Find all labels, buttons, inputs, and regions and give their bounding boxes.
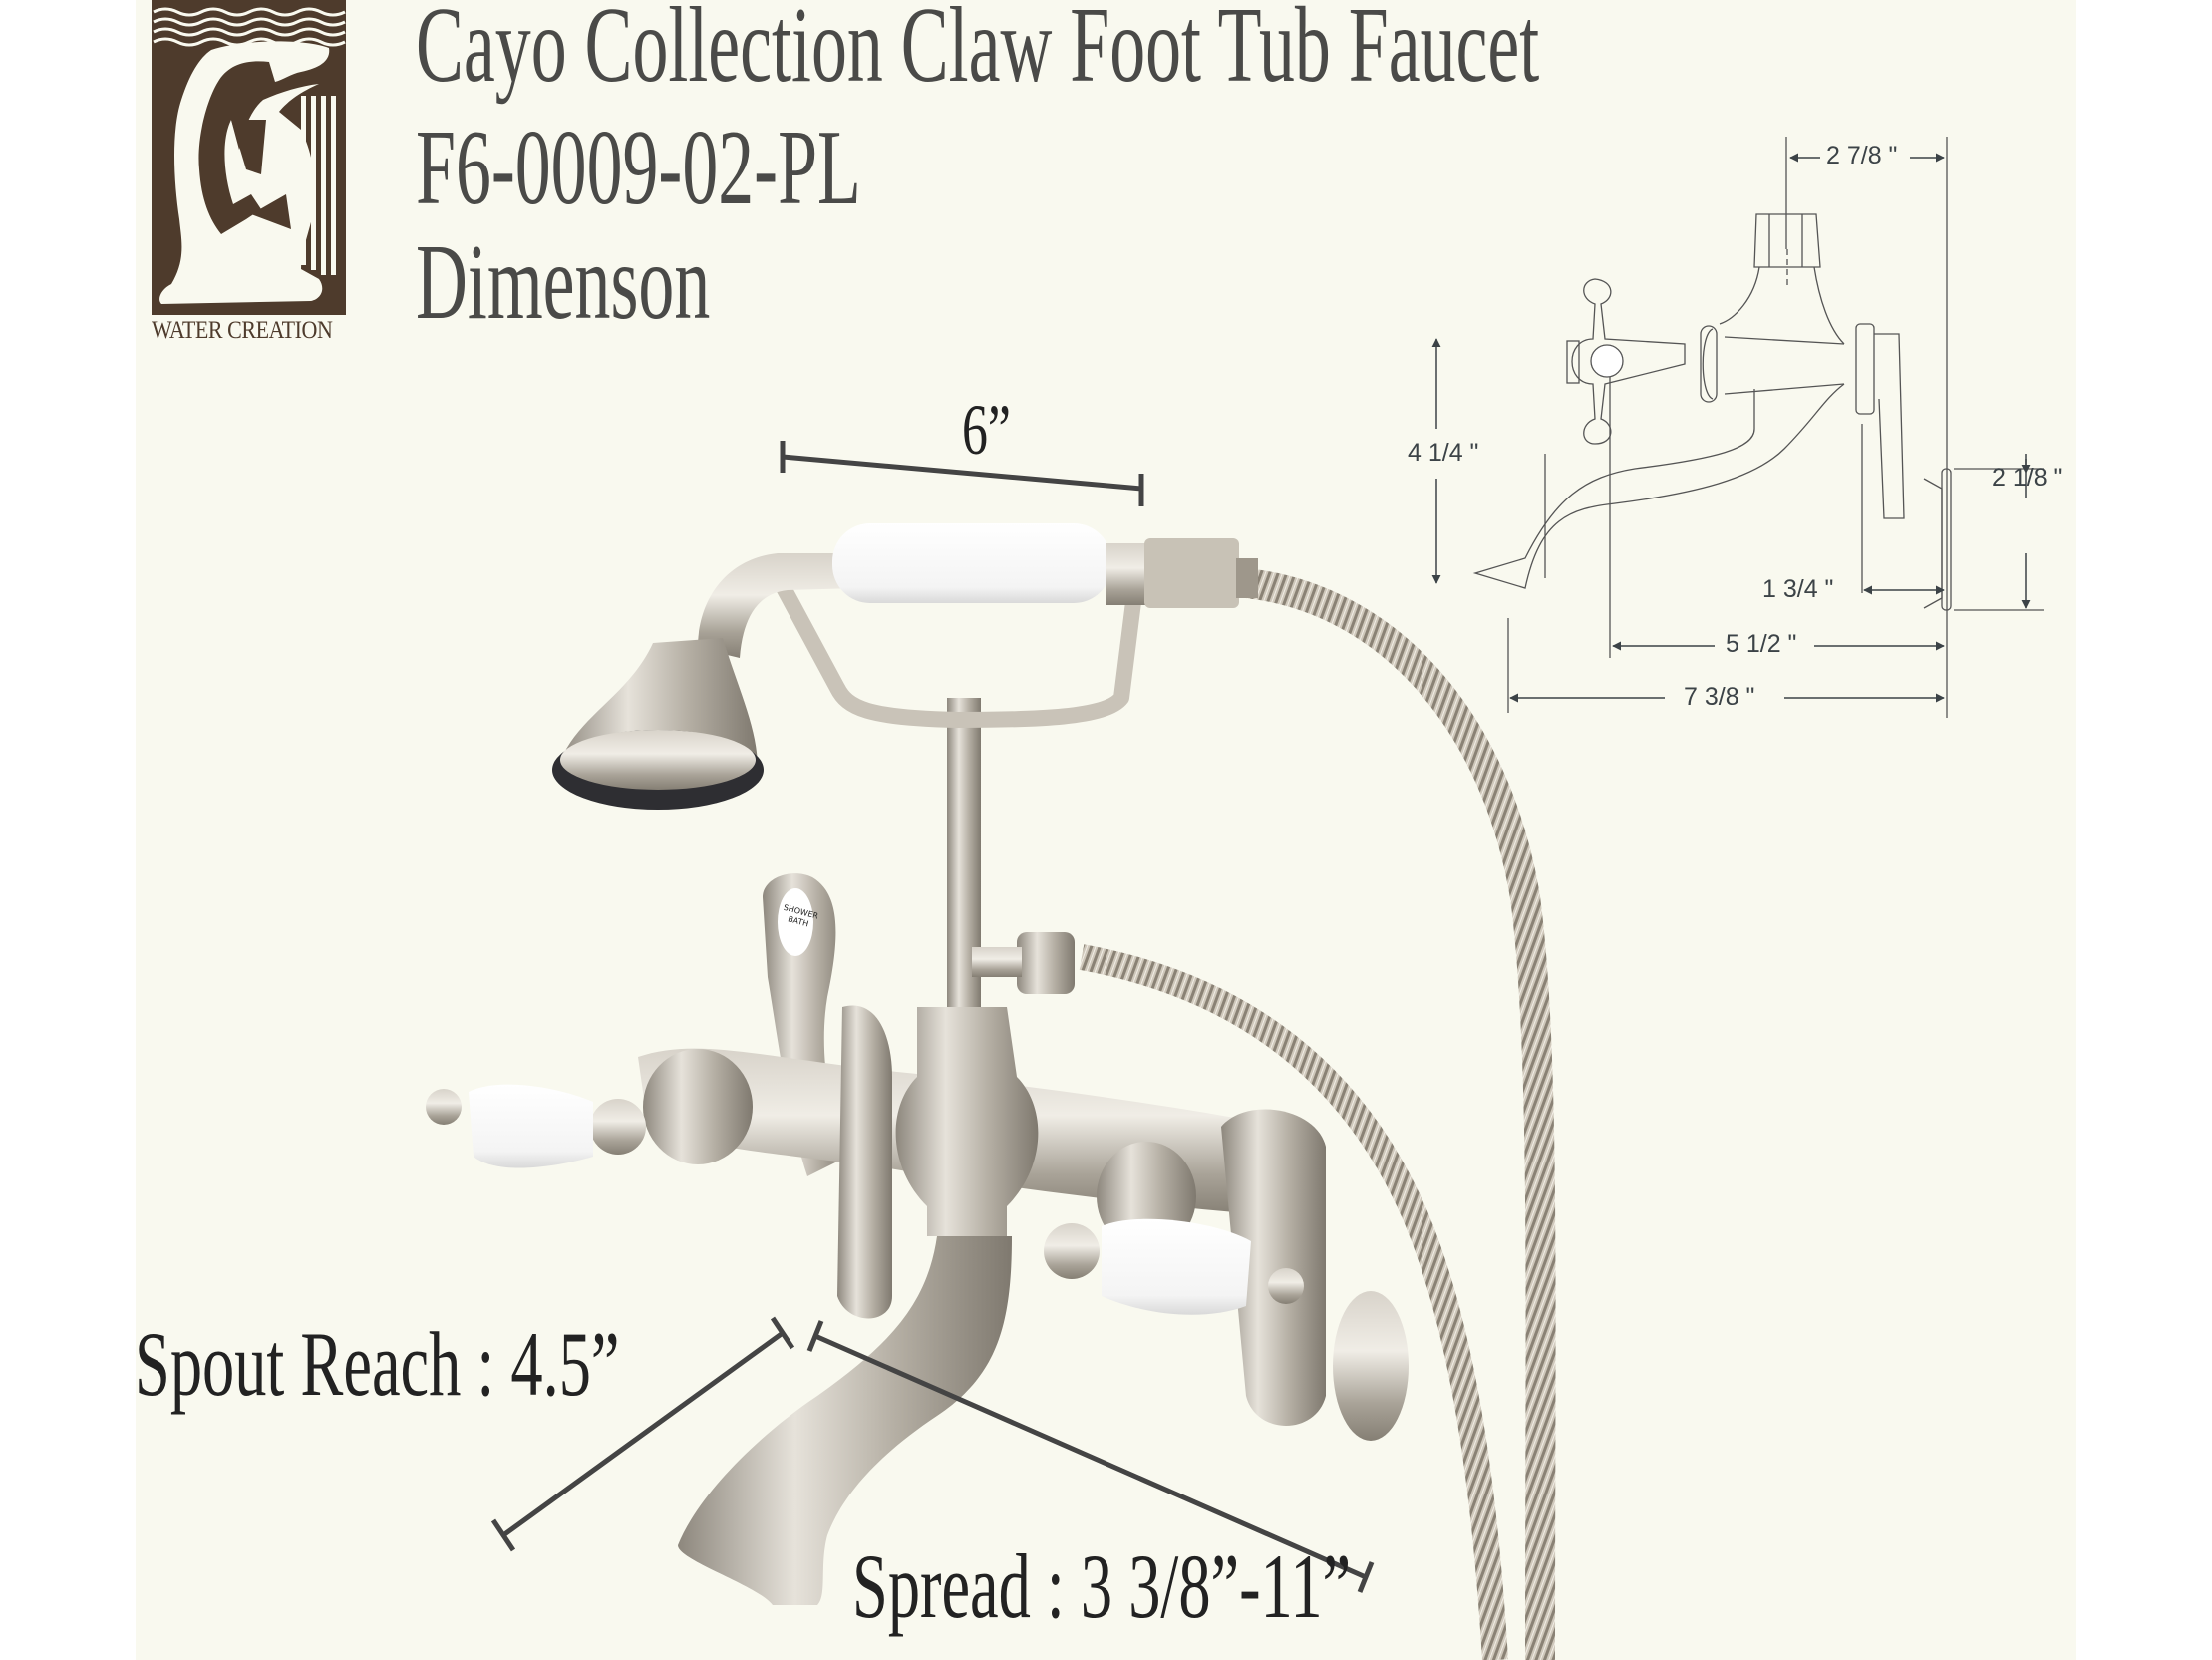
page-subtitle: Dimenson bbox=[416, 223, 711, 342]
supply-hose bbox=[1079, 944, 1508, 1660]
page-title: Cayo Collection Claw Foot Tub Faucet bbox=[416, 0, 1540, 105]
dimension-handle-to-wall: 5 1/2 " bbox=[1726, 630, 1797, 658]
spread-label: Spread : 3 3/8”-11” bbox=[852, 1535, 1352, 1637]
dimension-overall-reach: 7 3/8 " bbox=[1684, 683, 1755, 711]
kneeling-figure-logo-icon bbox=[153, 7, 346, 305]
dimension-flange-height: 2 1/8 " bbox=[1992, 464, 2063, 492]
right-porcelain-handle bbox=[1102, 1218, 1251, 1315]
handshower-porcelain-grip bbox=[832, 523, 1111, 603]
brand-logo bbox=[152, 0, 346, 315]
diverter-porcelain-label bbox=[778, 888, 813, 956]
handshower-hose bbox=[1244, 568, 1556, 1660]
model-number: F6-0009-02-PL bbox=[416, 109, 861, 227]
left-porcelain-handle bbox=[469, 1084, 593, 1168]
page-background bbox=[136, 0, 2076, 1660]
spout-reach-label: Spout Reach : 4.5” bbox=[135, 1313, 620, 1415]
brand-name: WATER CREATION bbox=[152, 317, 333, 344]
dimension-height: 4 1/4 " bbox=[1408, 439, 1479, 467]
handshower-width-label: 6” bbox=[962, 390, 1011, 470]
dimension-top-width: 2 7/8 " bbox=[1826, 142, 1898, 169]
tub-spout bbox=[678, 1236, 1012, 1605]
dimension-wall-offset: 1 3/4 " bbox=[1762, 575, 1834, 603]
